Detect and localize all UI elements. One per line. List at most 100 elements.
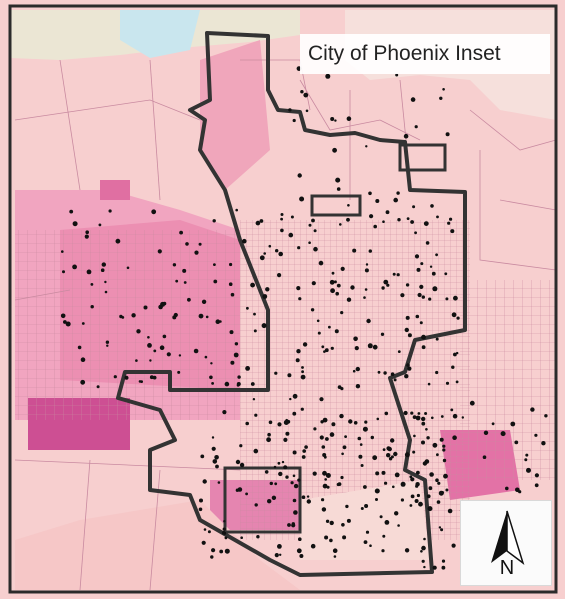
map-point — [341, 523, 345, 527]
map-point — [421, 416, 426, 422]
north-arrow-label: N — [499, 557, 515, 579]
map-point — [422, 461, 428, 466]
map-point — [397, 524, 400, 527]
map-point — [287, 523, 291, 527]
map-point — [236, 383, 240, 387]
map-point — [62, 270, 65, 274]
map-point — [452, 413, 458, 419]
map-point — [147, 343, 152, 348]
map-point — [386, 453, 391, 458]
map-point — [352, 248, 357, 253]
map-point — [295, 358, 300, 363]
point-layer — [60, 66, 548, 570]
map-point — [63, 320, 67, 324]
map-point — [242, 238, 247, 244]
map-point — [432, 442, 438, 448]
map-point — [285, 475, 289, 479]
map-point — [418, 501, 423, 507]
map-point — [530, 407, 535, 412]
map-point — [299, 554, 304, 558]
map-point — [429, 265, 433, 268]
map-point — [60, 313, 66, 319]
map-point — [90, 305, 94, 309]
north-arrow: N — [460, 500, 552, 586]
map-point — [447, 508, 453, 514]
map-point — [308, 241, 311, 244]
map-point — [346, 297, 352, 302]
map-point — [321, 445, 326, 449]
map-point — [84, 234, 89, 239]
map-point — [222, 527, 226, 531]
map-point — [403, 133, 409, 139]
map-point — [442, 458, 447, 463]
map-point — [297, 173, 302, 178]
map-point — [269, 481, 273, 486]
map-point — [278, 471, 283, 477]
map-point — [147, 336, 150, 339]
map-point — [229, 330, 234, 335]
map-point — [296, 548, 302, 554]
map-point — [421, 421, 426, 426]
map-point — [297, 246, 301, 250]
map-point — [334, 119, 337, 122]
map-point — [414, 254, 420, 259]
map-point — [175, 279, 179, 283]
map-point — [427, 506, 433, 512]
map-point — [342, 535, 347, 540]
map-point — [374, 488, 380, 494]
map-point — [300, 374, 306, 380]
map-point — [369, 544, 372, 547]
map-point — [412, 415, 417, 419]
map-point — [253, 312, 256, 316]
map-point — [369, 214, 374, 219]
map-point — [440, 528, 444, 532]
map-point — [365, 145, 368, 148]
map-point — [359, 443, 363, 446]
map-point — [215, 319, 221, 325]
map-point — [423, 537, 426, 541]
map-point — [332, 147, 337, 153]
map-point — [291, 522, 295, 526]
map-point — [259, 219, 264, 223]
map-point — [85, 230, 89, 234]
map-point — [406, 363, 410, 367]
map-point — [404, 327, 409, 333]
map-point — [524, 458, 528, 462]
map-point — [510, 421, 516, 427]
map-point — [268, 244, 272, 248]
map-point — [157, 249, 162, 254]
map-point — [445, 381, 450, 385]
map-point — [382, 448, 386, 451]
map-point — [455, 380, 459, 384]
map-point — [410, 97, 416, 102]
map-point — [329, 279, 335, 285]
map-point — [201, 299, 207, 304]
map-point — [328, 325, 331, 329]
map-point — [443, 473, 448, 479]
map-point — [178, 354, 182, 357]
map-point — [330, 346, 334, 350]
map-point — [335, 177, 341, 183]
map-point — [365, 263, 369, 266]
map-point — [340, 266, 345, 271]
map-point — [274, 553, 279, 558]
map-point — [449, 217, 453, 221]
map-point — [263, 252, 267, 255]
map-point — [447, 221, 451, 225]
map-point — [283, 420, 289, 425]
tract-lines — [14, 59, 557, 591]
map-point — [439, 96, 443, 101]
map-point — [325, 473, 331, 478]
map-point — [381, 549, 385, 553]
city-boundary[interactable] — [116, 31, 467, 577]
map-point — [453, 352, 457, 357]
map-point — [219, 320, 222, 323]
map-point — [322, 417, 328, 423]
small-dark-tract — [100, 180, 130, 200]
map-point — [409, 504, 413, 507]
map-point — [302, 449, 307, 453]
map-point — [390, 455, 394, 459]
map-point — [377, 370, 381, 374]
